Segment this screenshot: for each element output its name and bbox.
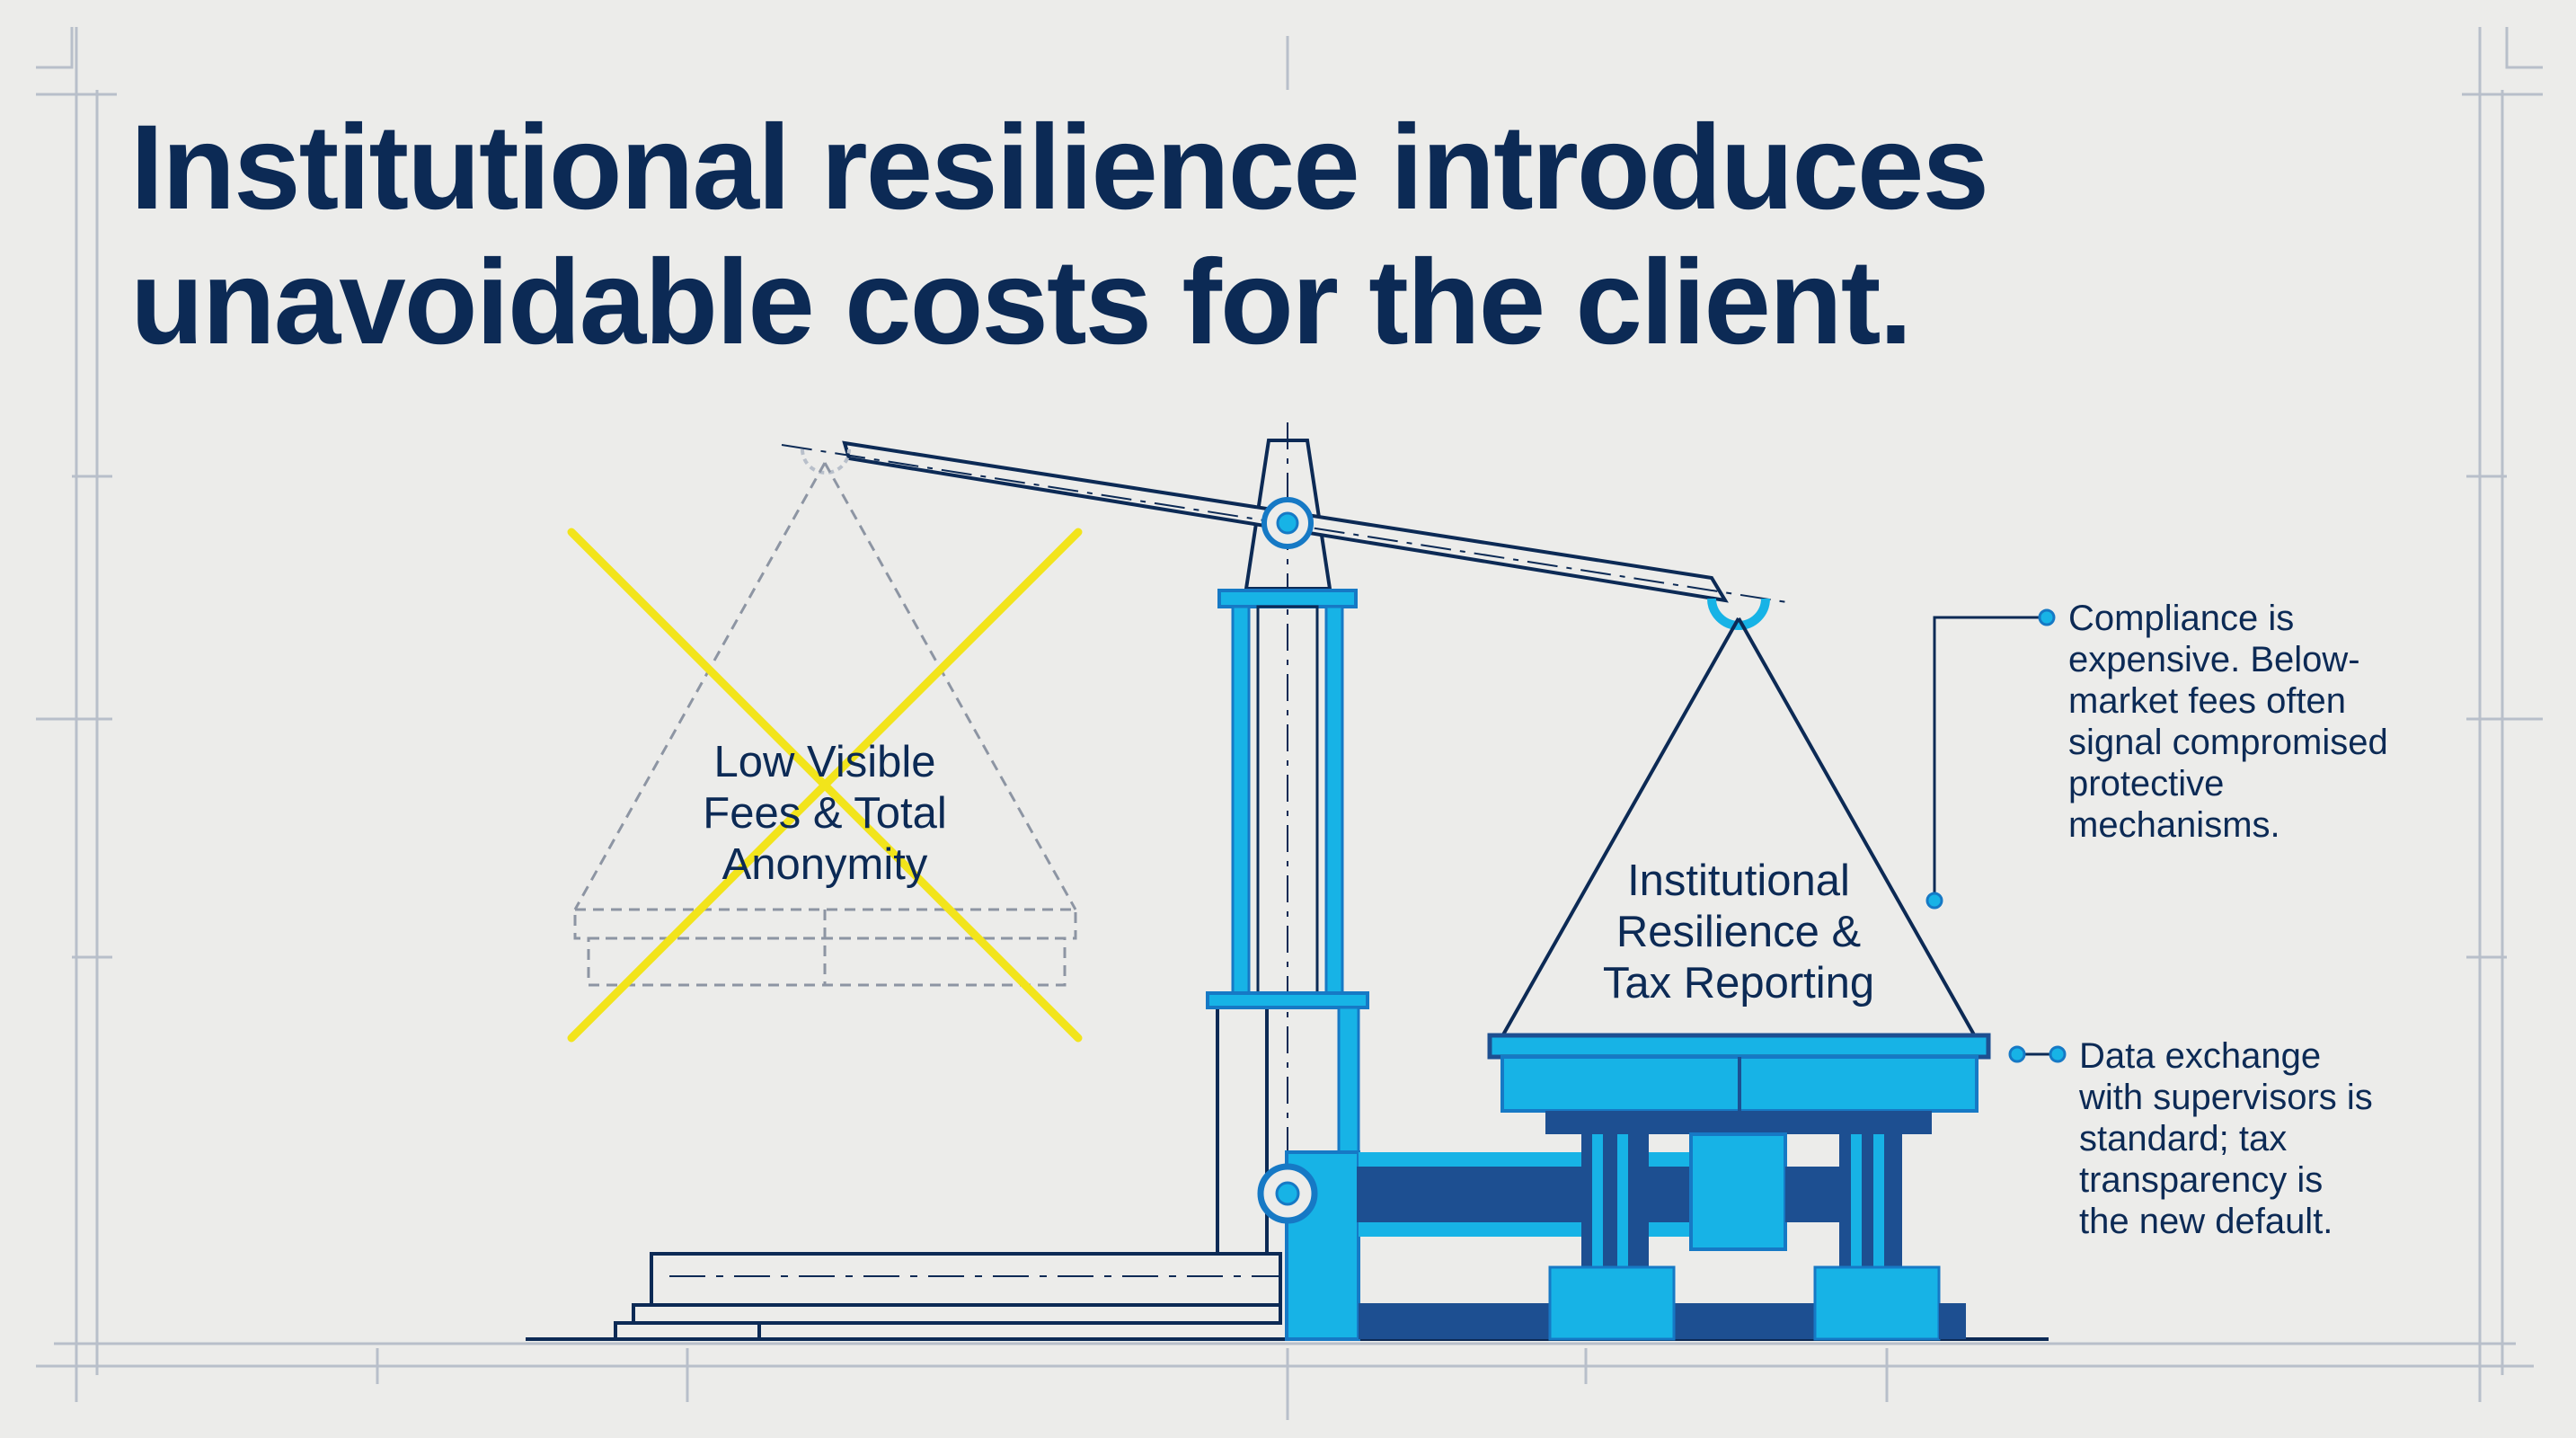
callout-compliance: Compliance is expensive. Below- market f… <box>2068 598 2464 846</box>
callout-leaders <box>1925 608 2067 1063</box>
left-pan-label-line: Fees & Total <box>703 789 947 838</box>
blueprint-frame <box>36 27 2543 1420</box>
page-title: Institutional resilience introduces unav… <box>130 101 2287 370</box>
callout-line: with supervisors is <box>2079 1078 2373 1117</box>
title-line-1: Institutional resilience introduces <box>130 101 1989 235</box>
left-pan-label-line: Anonymity <box>721 840 928 889</box>
right-pan-label-line: Tax Reporting <box>1602 959 1875 1007</box>
callout-line: Data exchange <box>2079 1036 2322 1076</box>
title-line-2: unavoidable costs for the client. <box>130 235 1913 369</box>
right-pan <box>1487 617 1991 1134</box>
callout-line: protective <box>2068 764 2225 803</box>
callout-line: transparency is <box>2079 1160 2324 1200</box>
left-pan-label: Low Visible Fees & Total Anonymity <box>629 737 1021 891</box>
callout-line: mechanisms. <box>2068 805 2280 845</box>
callout-line: Compliance is <box>2068 599 2295 638</box>
callout-line: market fees often <box>2068 681 2347 721</box>
scale-beam <box>781 440 1793 630</box>
callout-line: signal compromised <box>2068 723 2388 762</box>
callout-line: standard; tax <box>2079 1119 2288 1158</box>
right-pan-label-line: Resilience & <box>1616 908 1862 956</box>
cross-out-mark <box>567 528 1083 1043</box>
right-pan-label-line: Institutional <box>1627 857 1850 905</box>
right-pan-label: Institutional Resilience & Tax Reporting <box>1543 856 1934 1009</box>
callout-line: expensive. Below- <box>2068 640 2360 679</box>
callout-line: the new default. <box>2079 1202 2333 1241</box>
left-pan-label-line: Low Visible <box>713 738 936 786</box>
left-pan <box>573 462 1077 987</box>
base-machinery <box>1257 1132 1966 1341</box>
callout-data-exchange: Data exchange with supervisors is standa… <box>2079 1035 2474 1242</box>
